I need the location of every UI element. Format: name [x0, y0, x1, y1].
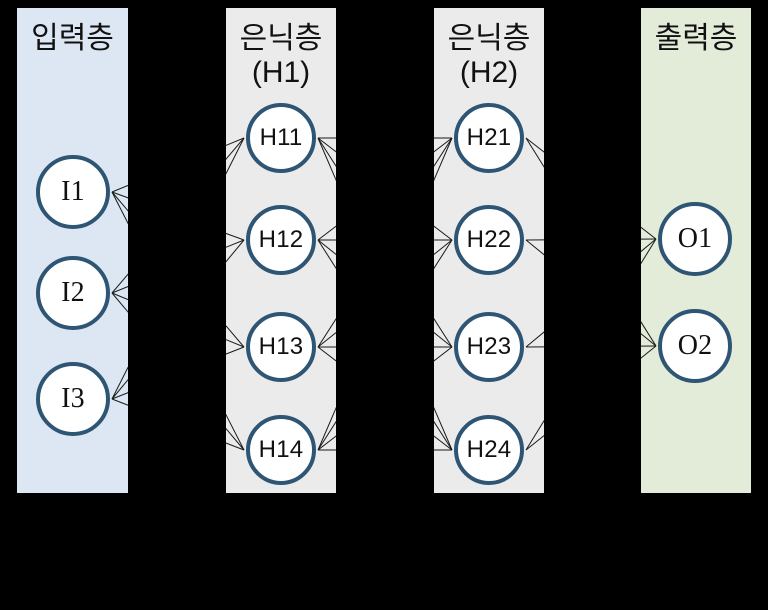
neuron-o1: O1	[658, 202, 732, 276]
edge-H14-H21	[317, 406, 336, 451]
edge-I3-H14	[226, 442, 245, 451]
edge-H23-O1	[641, 238, 657, 253]
neuron-label: O2	[677, 330, 713, 361]
layer-title-hidden1: 은닉층 (H1)	[239, 22, 323, 89]
layer-title-output: 출력층	[654, 22, 738, 55]
neuron-label: I3	[61, 383, 85, 414]
neuron-o2: O2	[658, 309, 732, 383]
edge-H22-O2	[525, 239, 544, 256]
edge-H14-H22	[434, 239, 453, 270]
neuron-label: H22	[466, 226, 512, 253]
edge-H21-O1	[525, 137, 544, 153]
neuron-i1: I1	[36, 155, 110, 229]
edge-H14-H22	[317, 420, 336, 451]
neuron-label: H11	[259, 124, 303, 151]
edge-H13-H21	[434, 137, 453, 168]
edge-H13-H24	[317, 346, 336, 362]
edge-I3-H14	[111, 398, 128, 406]
edge-H23-O2	[525, 346, 544, 348]
edge-I3-H13	[111, 392, 128, 400]
neuron-label: H24	[466, 436, 512, 463]
edge-H14-H21	[434, 137, 453, 182]
edge-H12-H23	[317, 239, 336, 256]
edge-H22-O2	[641, 333, 657, 347]
edge-I2-H11	[111, 273, 128, 294]
edge-I2-H13	[111, 292, 128, 301]
edge-I2-H14	[226, 427, 245, 451]
neuron-label: I2	[61, 277, 85, 308]
edge-H22-O1	[641, 238, 657, 240]
edge-I3-H12	[111, 378, 128, 400]
edge-H11-H22	[434, 225, 453, 241]
neuron-label: I1	[61, 176, 85, 207]
neuron-h22: H22	[454, 205, 524, 275]
edge-I2-H11	[226, 137, 245, 160]
edge-I3-H13	[226, 346, 245, 355]
edge-I1-H12	[111, 191, 128, 199]
edge-I1-H14	[111, 191, 128, 225]
edge-H12-H21	[434, 137, 453, 153]
edge-I1-H11	[226, 137, 245, 146]
edge-H13-H24	[434, 435, 453, 451]
edge-H24-O1	[641, 238, 657, 265]
edge-H24-O1	[525, 419, 544, 451]
neuron-h21: H21	[454, 103, 524, 173]
edge-H13-H22	[317, 331, 336, 348]
neuron-h11: H11	[246, 103, 316, 173]
neuron-label: H23	[466, 333, 512, 360]
edge-I2-H12	[111, 286, 128, 294]
edge-H22-O1	[525, 239, 544, 241]
edge-H11-H22	[317, 137, 336, 153]
neuron-h23: H23	[454, 312, 524, 382]
neuron-h14: H14	[246, 415, 316, 485]
edge-H24-O2	[525, 434, 544, 451]
edge-H12-H21	[317, 225, 336, 241]
edge-H12-H24	[434, 420, 453, 451]
edge-I3-H12	[226, 239, 245, 263]
neuron-label: H12	[258, 226, 304, 253]
edge-H11-H23	[317, 137, 336, 168]
edge-I1-H11	[111, 184, 128, 193]
edge-I3-H11	[111, 366, 128, 400]
neuron-i3: I3	[36, 362, 110, 436]
edge-I1-H14	[226, 413, 245, 451]
neuron-i2: I2	[36, 256, 110, 330]
edge-I1-H13	[226, 325, 245, 348]
edge-H11-H23	[434, 317, 453, 348]
edge-H13-H21	[317, 317, 336, 348]
edge-I2-H13	[226, 339, 245, 348]
edge-I3-H11	[226, 137, 245, 175]
edge-H23-O1	[525, 331, 544, 348]
layer-title-hidden2: 은닉층 (H2)	[447, 22, 531, 89]
edge-H23-O2	[641, 345, 657, 347]
edge-H12-H24	[317, 239, 336, 270]
edge-H21-O1	[641, 226, 657, 240]
edge-H24-O2	[641, 345, 657, 359]
edge-H14-H23	[317, 435, 336, 451]
edge-H11-H24	[434, 406, 453, 451]
layer-title-input: 입력층	[31, 22, 114, 55]
edge-H13-H22	[434, 239, 453, 256]
neuron-label: H21	[466, 124, 512, 151]
neuron-label: O1	[677, 223, 713, 254]
edge-I1-H13	[111, 191, 128, 212]
edge-H11-H24	[317, 137, 336, 182]
edge-I2-H12	[226, 239, 245, 248]
edge-H14-H23	[434, 346, 453, 362]
edge-H21-O2	[525, 137, 544, 168]
neuron-h12: H12	[246, 205, 316, 275]
neuron-h24: H24	[454, 415, 524, 485]
edge-H21-O2	[641, 321, 657, 347]
edge-I1-H12	[226, 232, 245, 241]
edge-I2-H14	[111, 292, 128, 313]
edge-H12-H23	[434, 331, 453, 348]
neuron-h13: H13	[246, 312, 316, 382]
neuron-label: H14	[258, 436, 304, 463]
neuron-label: H13	[258, 333, 304, 360]
